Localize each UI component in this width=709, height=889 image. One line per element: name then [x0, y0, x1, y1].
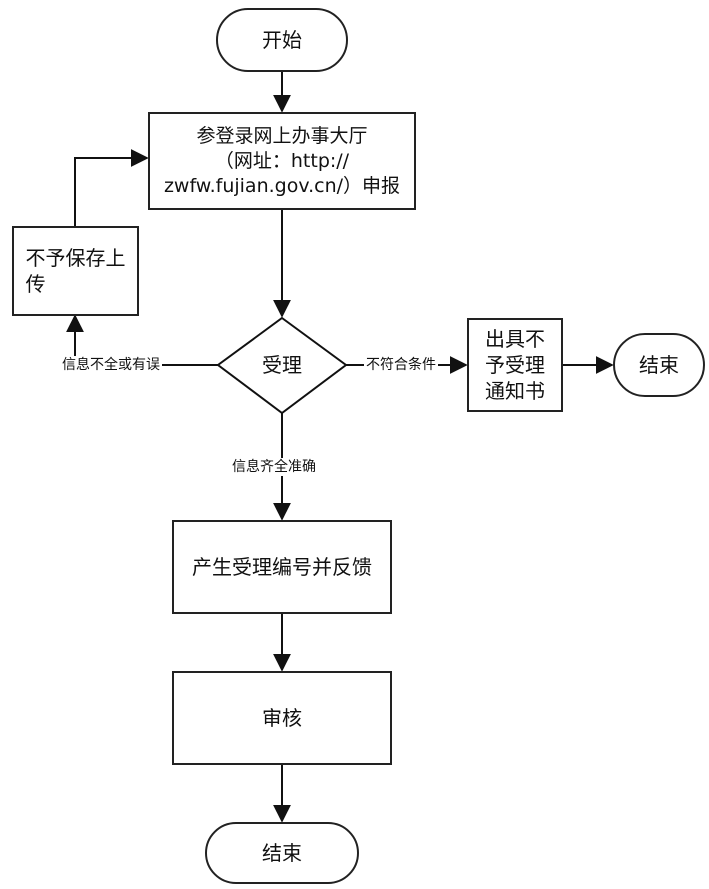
edge-label-info-complete: 信息齐全准确 — [230, 458, 318, 476]
login-submit-text: 参登录网上办事大厅 （网址：http:// zwfw.fujian.gov.cn… — [164, 124, 400, 199]
end-right-label: 结束 — [639, 353, 679, 377]
feedback-box: 产生受理编号并反馈 — [172, 520, 392, 614]
edge-label-not-qualified: 不符合条件 — [364, 356, 438, 374]
reject-line-2: 予受理 — [485, 353, 545, 377]
accept-label: 受理 — [262, 353, 302, 377]
decision-diamond — [216, 316, 348, 415]
reject-line-1: 出具不 — [485, 327, 545, 351]
login-line-3: zwfw.fujian.gov.cn/）申报 — [163, 174, 401, 197]
feedback-label: 产生受理编号并反馈 — [192, 555, 372, 579]
start-terminal: 开始 — [216, 8, 348, 72]
reject-notice-box: 出具不 予受理 通知书 — [467, 318, 563, 412]
arrow-not-saved-to-login — [74, 149, 149, 226]
reject-line-3: 通知书 — [485, 379, 545, 403]
end-terminal-right: 结束 — [613, 333, 705, 397]
not-saved-line-1: 不予保存上 — [25, 246, 126, 270]
reject-notice-text: 出具不 予受理 通知书 — [485, 326, 545, 404]
review-label: 审核 — [262, 706, 302, 730]
accept-decision: 受理 — [236, 345, 328, 385]
review-box: 审核 — [172, 671, 392, 765]
not-saved-text: 不予保存上 传 — [26, 245, 126, 297]
login-line-1: 参登录网上办事大厅 — [196, 124, 368, 147]
login-line-2: （网址：http:// — [214, 149, 350, 172]
start-label: 开始 — [262, 28, 302, 52]
not-saved-box: 不予保存上 传 — [12, 226, 139, 316]
not-saved-line-2: 传 — [25, 272, 46, 296]
edge-label-info-incomplete: 信息不全或有误 — [60, 356, 162, 374]
login-submit-box: 参登录网上办事大厅 （网址：http:// zwfw.fujian.gov.cn… — [148, 112, 416, 210]
end-bottom-label: 结束 — [262, 841, 302, 865]
end-terminal-bottom: 结束 — [205, 822, 359, 884]
